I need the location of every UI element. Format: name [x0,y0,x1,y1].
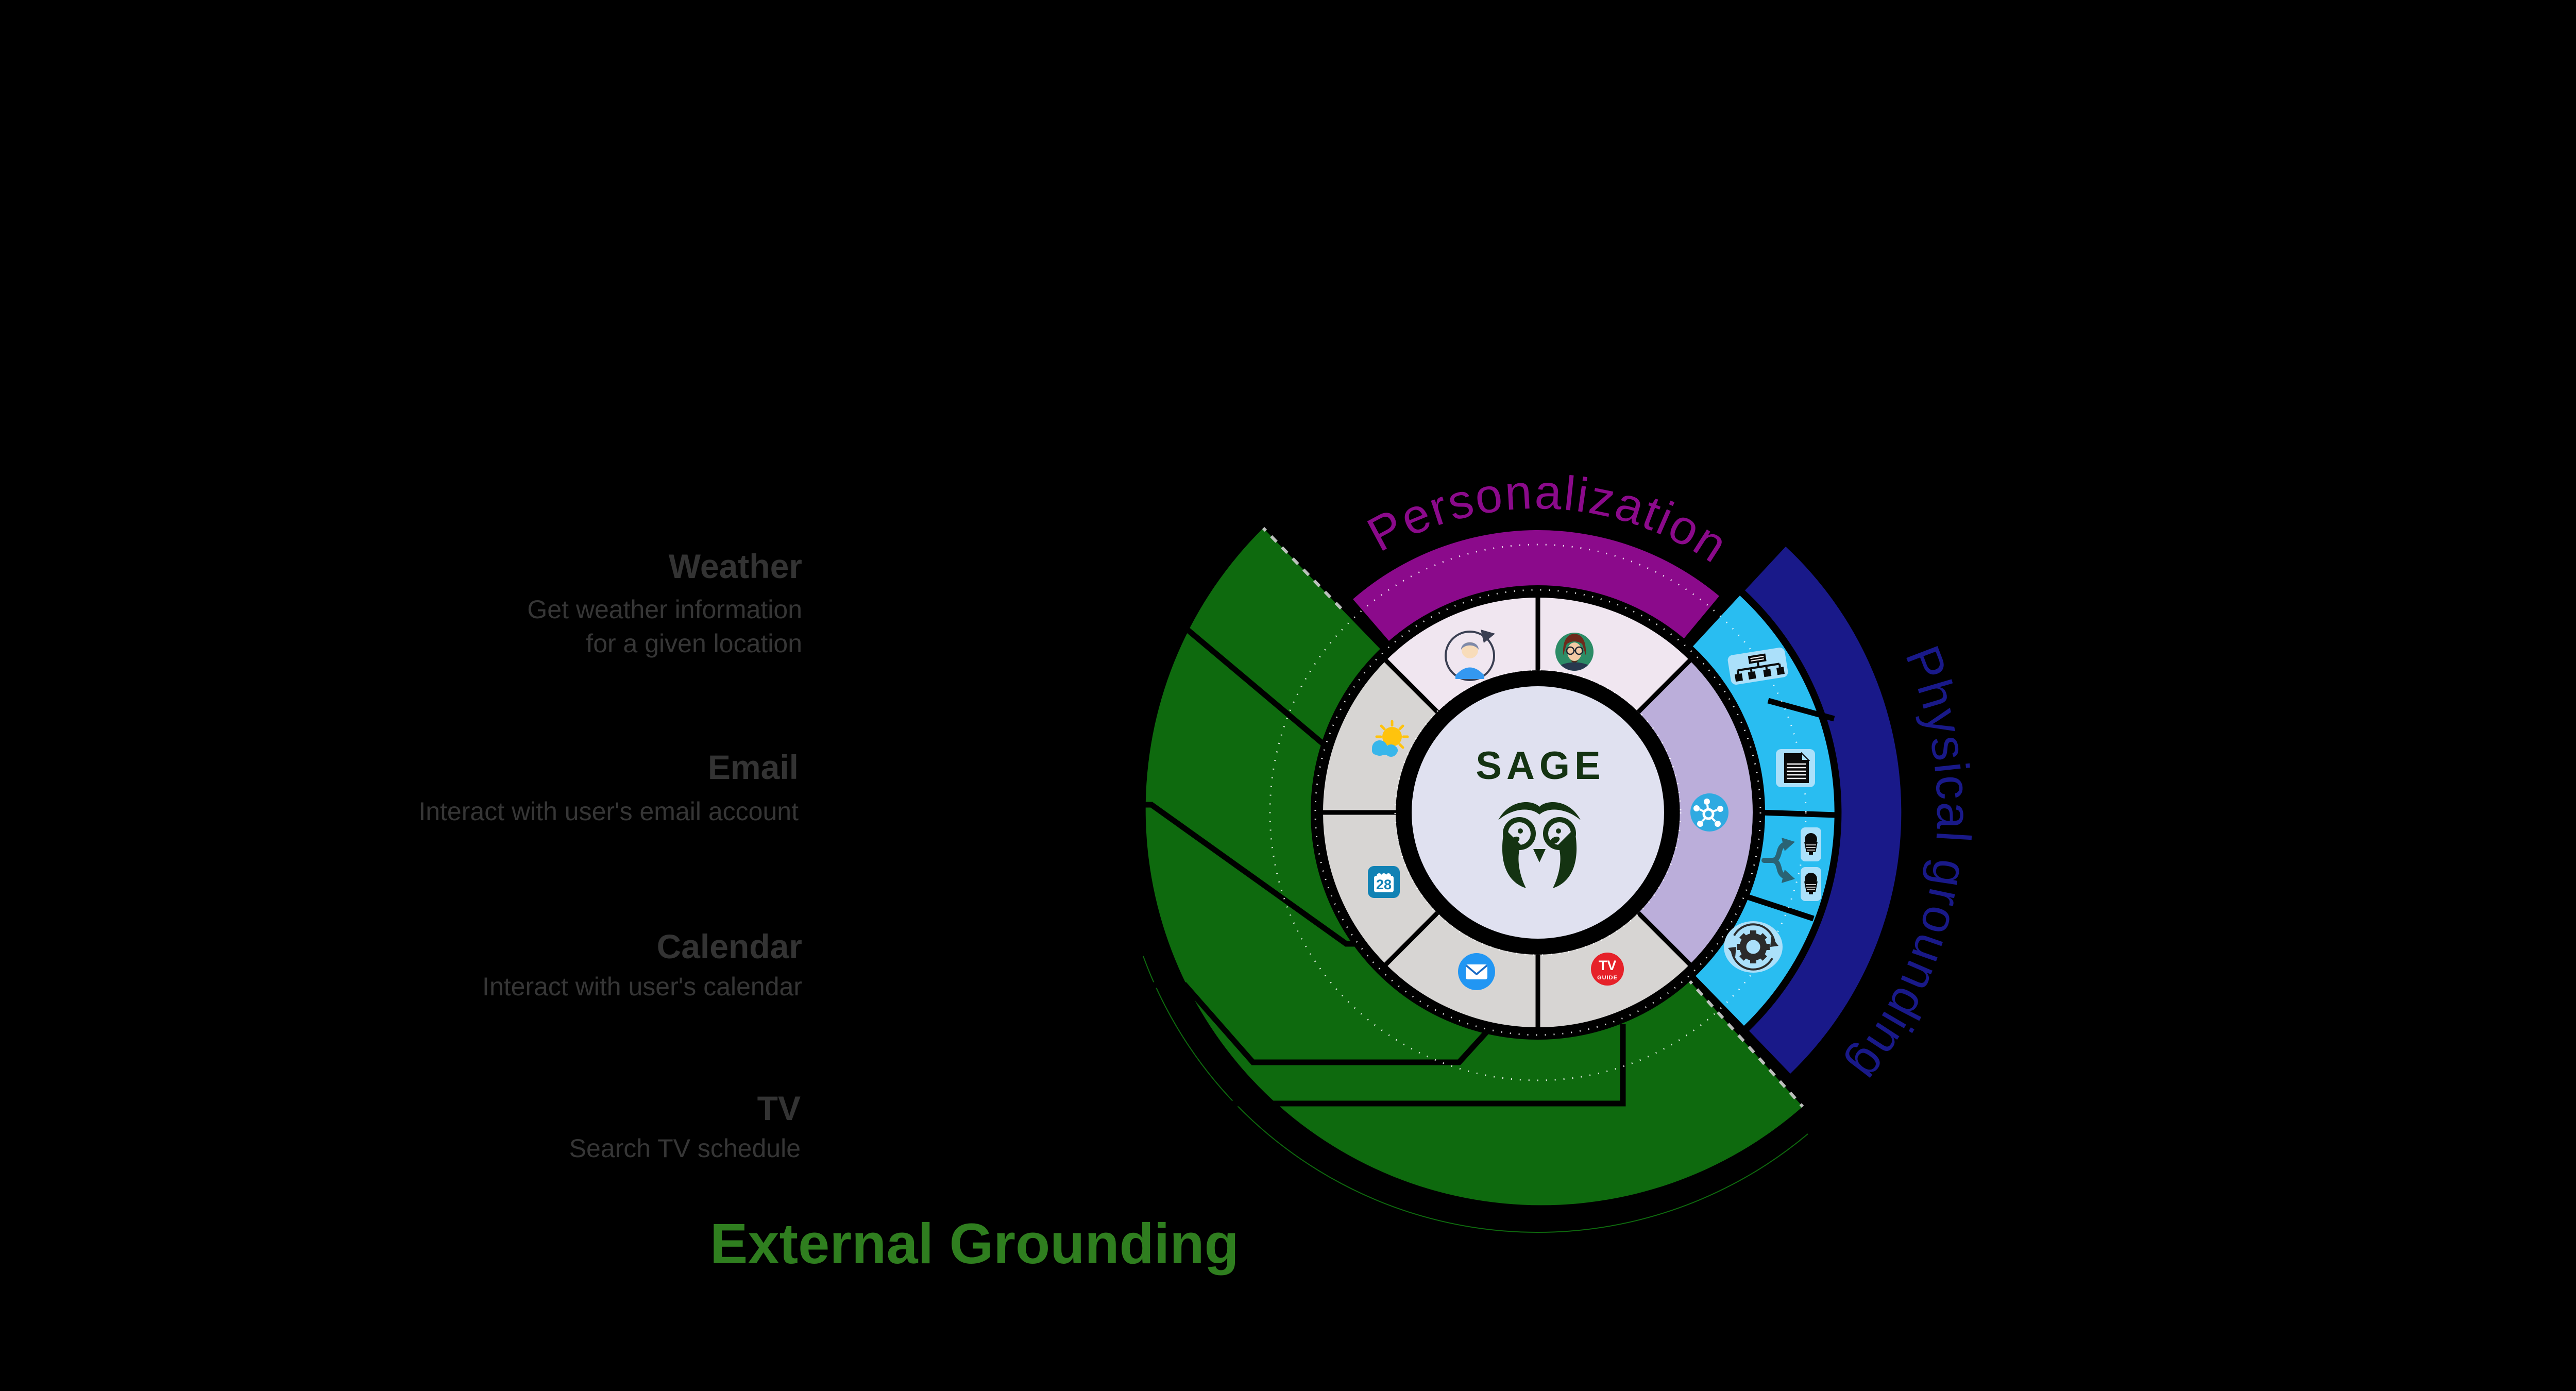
sun-cloud-icon [1372,720,1409,757]
sector-external-grounding [1145,528,1803,1206]
smart-hub-icon [1690,793,1728,832]
ring-segment-user-sync [1385,597,1538,712]
tv-icon-line1: TV [1599,958,1617,973]
sitemap-icon [1727,648,1788,685]
green-edge-dashes-top [1262,527,1343,610]
band-divider-2 [1758,809,1837,818]
ring-dividers [1323,597,1692,1028]
weather-connector-line [811,559,1327,748]
split-arrows-icon [1761,838,1795,883]
smart-bulb-icon [1801,827,1821,901]
tool-label-tv: TV Search TV schedule [569,1089,801,1163]
tv-connector-line [804,1024,1626,1107]
center-title: SAGE [1476,744,1605,788]
outer-hairline-arc [1143,956,1808,1233]
dotted-circle-mid [1314,589,1761,1036]
calendar-title: Calendar [657,927,802,965]
tool-label-email: Email Interact with user's email account [418,748,799,826]
tv-icon-line2: GUIDE [1597,975,1618,981]
dotted-circle-outer [1269,544,1807,1081]
ring-outer-border [1311,585,1765,1040]
user-avatar-icon [1555,633,1594,671]
owl-icon [1498,802,1581,888]
tool-label-weather: Weather Get weather information for a gi… [527,547,802,658]
weather-title: Weather [669,547,802,585]
band-divider-3 [1740,892,1815,922]
ring-segment-avatar [1538,597,1690,712]
calendar-day: 28 [1376,877,1392,892]
weather-desc-line2: for a given location [586,629,802,658]
calendar-desc: Interact with user's calendar [482,972,802,1001]
gear-sync-icon [1724,921,1783,973]
tv-title: TV [757,1089,801,1127]
sector-physical-grounding [1745,547,1902,1074]
user-sync-icon [1445,630,1495,681]
dotted-circle-inner [1394,669,1682,956]
tool-label-calendar: Calendar Interact with user's calendar [482,927,802,1001]
center-border [1397,672,1679,953]
weather-desc-line1: Get weather information [527,595,802,624]
calendar-connector-line [804,982,1493,1065]
tv-guide-icon: TV GUIDE [1591,953,1624,986]
document-icon [1776,749,1815,787]
email-desc: Interact with user's email account [418,797,799,826]
external-grounding-label: External Grounding [710,1212,1239,1276]
band-divider-1 [1767,698,1835,722]
tv-desc: Search TV schedule [569,1134,801,1163]
envelope-icon [1458,953,1495,990]
email-title: Email [708,748,799,786]
calendar-icon: 28 [1368,866,1400,898]
green-edge-dashes-bottom [1685,976,1804,1108]
